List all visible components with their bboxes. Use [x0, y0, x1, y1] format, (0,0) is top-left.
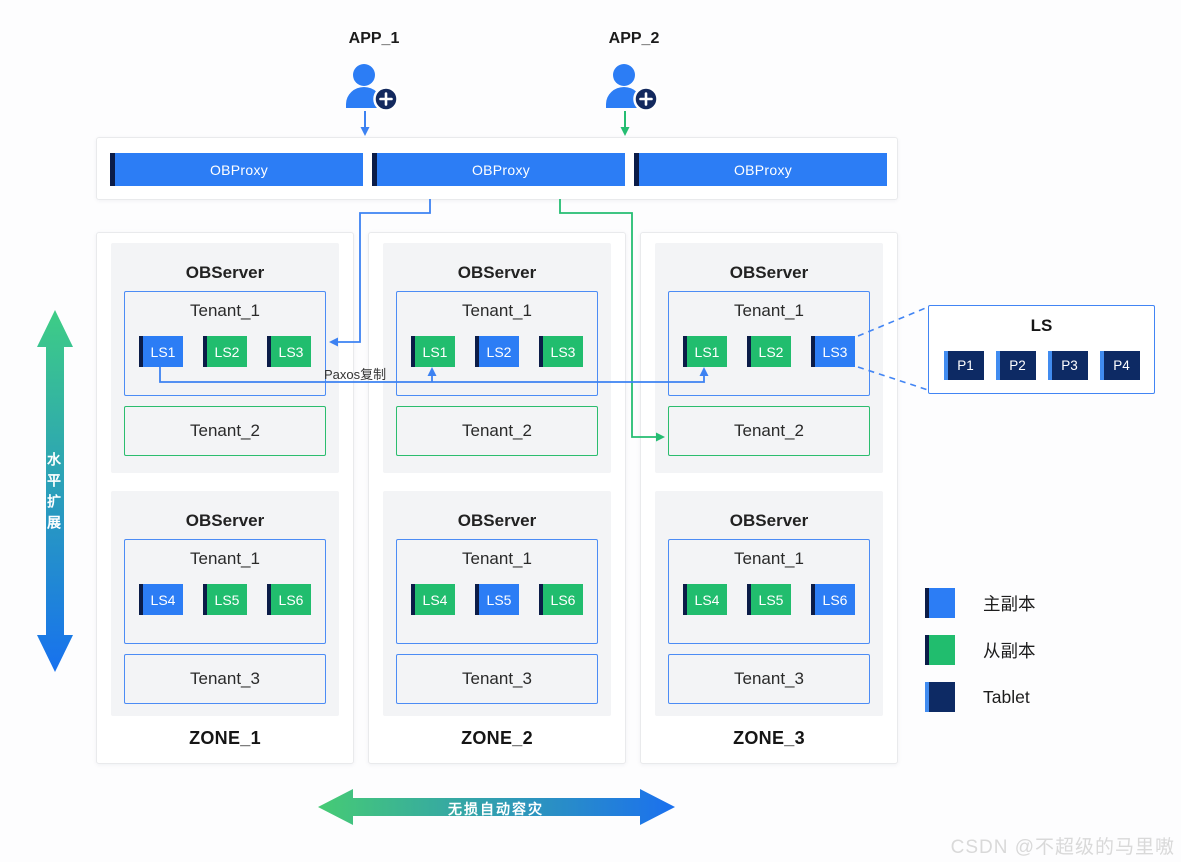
zone-label: ZONE_1 — [189, 728, 261, 748]
ls-detail-box: LS P1 P2 P3 P4 — [928, 305, 1155, 394]
tablet-chip: P4 — [1099, 351, 1140, 380]
ls-chip: LS3 — [811, 336, 855, 367]
obproxy-box: OBProxy — [372, 153, 625, 186]
zone-2-card: OBServer Tenant_1 LS1 LS2 LS3 Tenant_2 O… — [368, 232, 626, 764]
tenant-box: Tenant_1 LS1 LS2 LS3 — [668, 291, 870, 396]
ls-chip: LS6 — [539, 584, 583, 615]
legend-item-follower: 从副本 — [925, 635, 1036, 665]
obproxy-box: OBProxy — [110, 153, 363, 186]
zone-1-card: OBServer Tenant_1 LS1 LS2 LS3 Tenant_2 O… — [96, 232, 354, 764]
horizontal-scaling-label: 水平扩展 — [46, 452, 62, 536]
observer-box: OBServer Tenant_1 LS4 LS5 LS6 Tenant_3 — [655, 491, 883, 716]
tenant-name: Tenant_3 — [462, 669, 532, 688]
ls-chip: LS2 — [203, 336, 247, 367]
ls-chip: LS3 — [539, 336, 583, 367]
tenant-name: Tenant_1 — [734, 301, 804, 320]
observer-box: OBServer LS4 LS5 LS6 Tenant_1 Tenant_3 — [383, 491, 611, 716]
tenant-name: Tenant_2 — [734, 421, 804, 440]
ls-chip: LS5 — [747, 584, 791, 615]
ls-chip: LS3 — [267, 336, 311, 367]
ls-chip: LS5 — [203, 584, 247, 615]
legend-label: 从副本 — [983, 640, 1036, 661]
ls-chip: LS1 — [139, 336, 183, 367]
tenant-box: Tenant_2 — [124, 406, 326, 456]
tenant-name: Tenant_1 — [462, 549, 532, 568]
tenant-box: Tenant_1 LS4 LS5 LS6 — [124, 539, 326, 644]
ls-chip: LS2 — [475, 336, 519, 367]
tenant-name: Tenant_2 — [190, 421, 260, 440]
paxos-replication-label: Paxos复制 — [324, 367, 387, 382]
tenant-box: Tenant_3 — [668, 654, 870, 704]
tenant-name: Tenant_3 — [190, 669, 260, 688]
ls-chip: LS1 — [411, 336, 455, 367]
ls-chip: LS1 — [683, 336, 727, 367]
ls-chip: LS4 — [139, 584, 183, 615]
app2-to-proxy-arrow — [620, 111, 630, 136]
tenant-name: Tenant_1 — [462, 301, 532, 320]
tenant-name: Tenant_1 — [190, 301, 260, 320]
ls-chip: LS5 — [475, 584, 519, 615]
ls-chip: LS2 — [747, 336, 791, 367]
tenant-name: Tenant_3 — [734, 669, 804, 688]
app-1-user-icon — [346, 64, 398, 112]
tenant-box: Tenant_1 LS1 LS2 LS3 — [124, 291, 326, 396]
tenant-box: LS4 LS5 LS6 Tenant_1 — [396, 539, 598, 644]
observer-box: OBServer Tenant_1 LS4 LS5 LS6 Tenant_3 — [111, 491, 339, 716]
observer-title: OBServer — [185, 511, 265, 530]
tenant-box: Tenant_2 — [668, 406, 870, 456]
follower-swatch — [925, 635, 955, 665]
tenant-box: Tenant_2 — [396, 406, 598, 456]
observer-title: OBServer — [729, 511, 809, 530]
app-1-label: APP_1 — [348, 30, 400, 47]
ls-chip: LS6 — [267, 584, 311, 615]
ls-detail-title: LS — [1030, 316, 1053, 335]
observer-title: OBServer — [729, 263, 809, 282]
tenant-box: Tenant_1 LS4 LS5 LS6 — [668, 539, 870, 644]
app-2-user-icon — [606, 64, 658, 112]
app-2-label: APP_2 — [608, 30, 660, 47]
legend-label: Tablet — [983, 686, 1030, 707]
observer-title: OBServer — [185, 263, 265, 282]
app1-to-proxy-arrow — [360, 111, 370, 136]
observer-title: OBServer — [457, 263, 537, 282]
tablet-swatch — [925, 682, 955, 712]
ls-chip: LS4 — [411, 584, 455, 615]
tenant-name: Tenant_2 — [462, 421, 532, 440]
ls-chip: LS4 — [683, 584, 727, 615]
tenant-box: Tenant_3 — [124, 654, 326, 704]
ls-chip: LS6 — [811, 584, 855, 615]
failover-label: 无损自动容灾 — [448, 801, 544, 817]
observer-box: OBServer Tenant_1 LS1 LS2 LS3 Tenant_2 — [655, 243, 883, 473]
observer-box: OBServer Tenant_1 LS1 LS2 LS3 Tenant_2 — [383, 243, 611, 473]
legend-label: 主副本 — [983, 593, 1036, 614]
watermark: CSDN @不超级的马里嗷 — [950, 837, 1175, 858]
zone-3-card: OBServer Tenant_1 LS1 LS2 LS3 Tenant_2 O… — [640, 232, 898, 764]
tenant-name: Tenant_1 — [734, 549, 804, 568]
legend-item-leader: 主副本 — [925, 588, 1036, 618]
tenant-box: Tenant_3 — [396, 654, 598, 704]
tenant-box: Tenant_1 LS1 LS2 LS3 — [396, 291, 598, 396]
legend-item-tablet: Tablet — [925, 682, 1030, 712]
tenant-name: Tenant_1 — [190, 549, 260, 568]
observer-box: OBServer Tenant_1 LS1 LS2 LS3 Tenant_2 — [111, 243, 339, 473]
tablet-chip: P1 — [943, 351, 984, 380]
leader-swatch — [925, 588, 955, 618]
obproxy-box: OBProxy — [634, 153, 887, 186]
tablet-chip: P3 — [1047, 351, 1088, 380]
zone-label: ZONE_2 — [461, 728, 533, 748]
observer-title: OBServer — [457, 511, 537, 530]
zone-label: ZONE_3 — [733, 728, 805, 748]
tablet-chip: P2 — [995, 351, 1036, 380]
